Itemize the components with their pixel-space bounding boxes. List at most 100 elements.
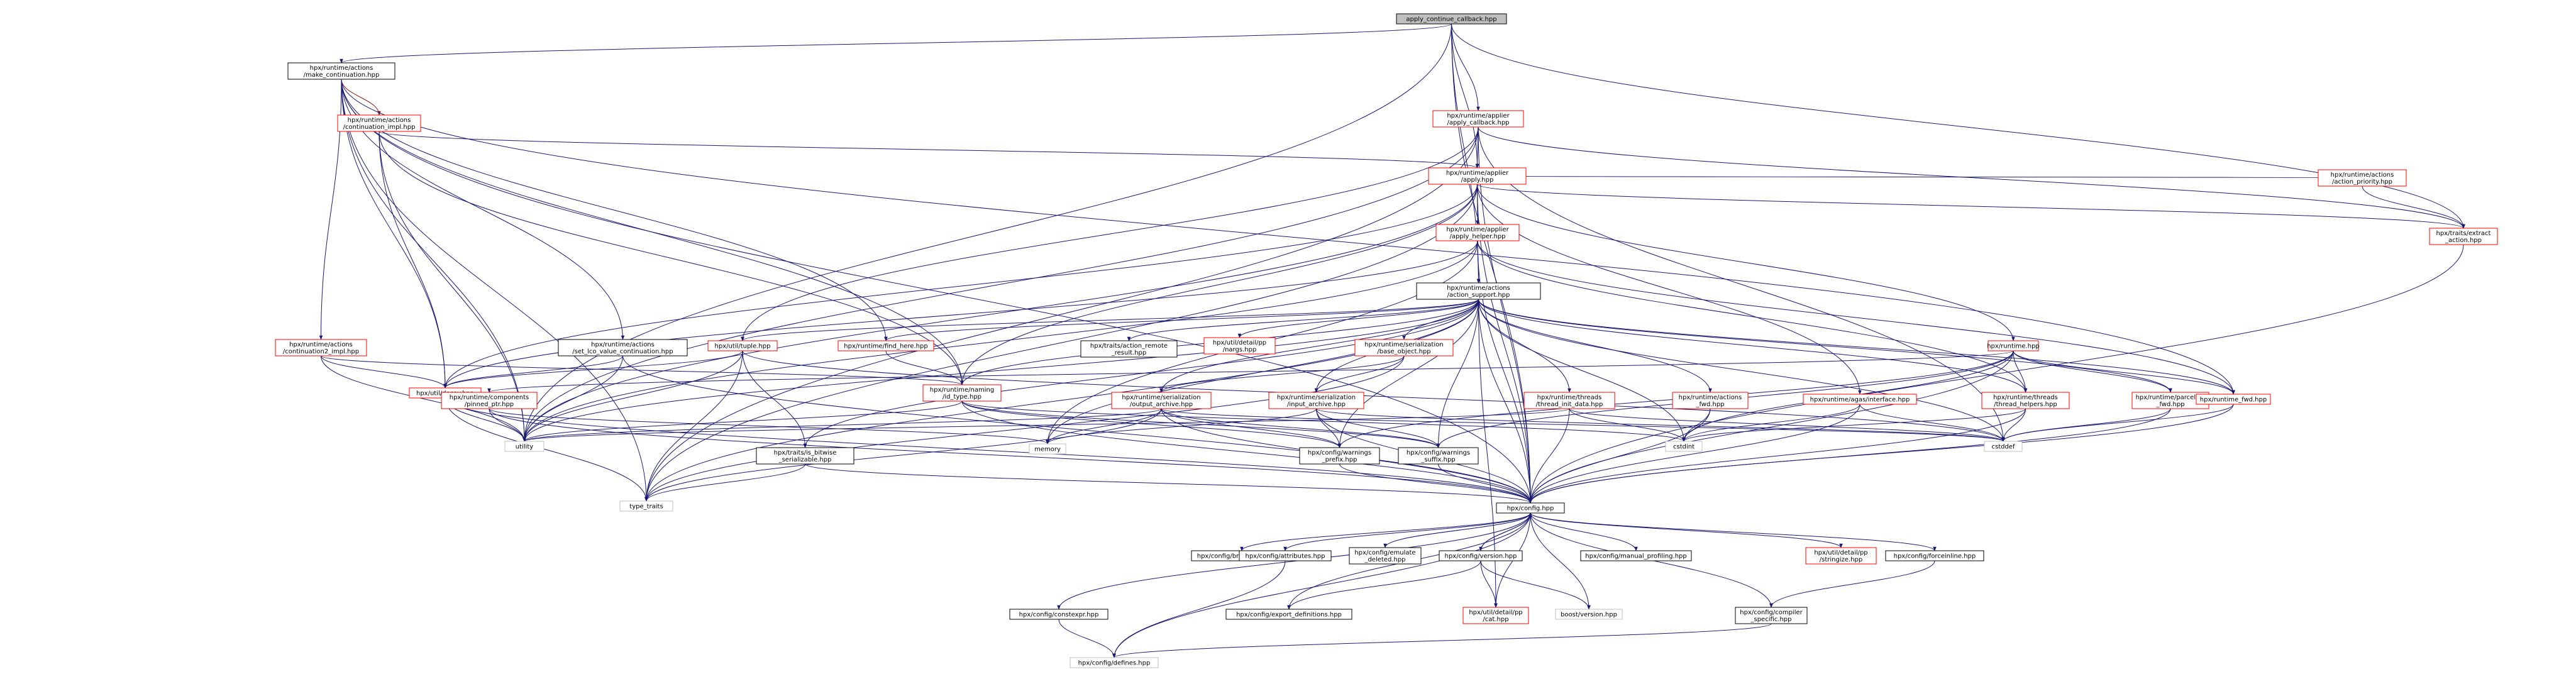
include-edge (1528, 408, 2026, 504)
graph-node-version[interactable]: hpx/config/version.hpp (1439, 550, 1523, 561)
node-label: /apply_callback.hpp (1447, 119, 1509, 126)
graph-node-warn-prefix[interactable]: hpx/config/warnings_prefix.hpp (1299, 447, 1380, 465)
graph-node-apply-cb[interactable]: hpx/runtime/applier/apply_callback.hpp (1432, 110, 1524, 128)
graph-node-action-support[interactable]: hpx/runtime/actions/action_support.hpp (1416, 282, 1541, 300)
node-label: hpx/runtime/actions (1447, 285, 1510, 292)
include-edge (2013, 350, 2235, 395)
graph-node-forceinline[interactable]: hpx/config/forceinline.hpp (1885, 550, 1984, 561)
node-box (1496, 502, 1565, 514)
include-edge (961, 400, 1342, 448)
node-label: hpx/runtime/actions (2331, 172, 2394, 179)
node-label: boost/version.hpp (1561, 612, 1617, 619)
graph-node-manual-profiling[interactable]: hpx/config/manual_profiling.hpp (1580, 550, 1692, 561)
include-edge (341, 79, 1532, 504)
node-label: _result.hpp (1111, 350, 1147, 356)
include-edge (321, 355, 526, 442)
node-label: /stringize.hpp (1820, 556, 1862, 563)
graph-node-output-archive[interactable]: hpx/runtime/serialization/output_archive… (1111, 392, 1212, 409)
node-label: /apply_helper.hpp (1449, 233, 1505, 240)
node-box (1885, 550, 1984, 561)
graph-node-emulate-deleted[interactable]: hpx/config/emulate_deleted.hpp (1349, 547, 1422, 565)
node-box (1803, 394, 1917, 405)
graph-node-thread-helpers[interactable]: hpx/runtime/threads/thread_helpers.hpp (1981, 392, 2070, 409)
graph-node-config[interactable]: hpx/config.hpp (1496, 502, 1565, 514)
graph-node-export-defs[interactable]: hpx/config/export_definitions.hpp (1225, 609, 1352, 620)
graph-node-set-lco[interactable]: hpx/runtime/actions/set_lco_value_contin… (558, 339, 688, 356)
include-edge (522, 240, 1478, 442)
node-label: hpx/runtime/parcelset (2136, 394, 2206, 401)
graph-node-warn-suffix[interactable]: hpx/config/warnings_suffix.hpp (1398, 447, 1479, 465)
graph-node-apply-helper[interactable]: hpx/runtime/applier/apply_helper.hpp (1435, 224, 1520, 241)
graph-node-actions-fwd[interactable]: hpx/runtime/actions_fwd.hpp (1672, 392, 1749, 409)
include-edge (885, 350, 964, 385)
graph-node-agas-iface[interactable]: hpx/runtime/agas/interface.hpp (1803, 394, 1917, 405)
node-label: hpx/runtime/agas/interface.hpp (1810, 397, 1910, 404)
nodes-layer: apply_continue_callback.hpp hpx/runtime/a… (275, 13, 2498, 668)
node-box (1462, 607, 1529, 624)
include-edge (443, 350, 743, 389)
node-label: hpx/traits/extract (2436, 230, 2491, 237)
graph-node-is-bitwise[interactable]: hpx/traits/is_bitwise_serializable.hpp (756, 447, 854, 465)
graph-node-apply[interactable]: hpx/runtime/applier/apply.hpp (1428, 167, 1527, 185)
graph-node-thread-init[interactable]: hpx/runtime/threads/thread_init_data.hpp (1523, 392, 1615, 409)
node-label: utility (516, 444, 534, 451)
graph-node-input-archive[interactable]: hpx/runtime/serialization/input_archive.… (1268, 392, 1364, 409)
include-edge (1478, 299, 2172, 393)
include-edge (1046, 408, 1317, 444)
node-label: hpx/util/detail/pp (1814, 549, 1867, 556)
include-edge (1316, 408, 1440, 448)
graph-node-compiler-specific[interactable]: hpx/config/compiler_specific.hpp (1735, 607, 1808, 624)
include-edge (961, 400, 1440, 448)
graph-node-base-object[interactable]: hpx/runtime/serialization/base_object.hp… (1354, 339, 1454, 356)
include-edge (522, 184, 1478, 442)
node-box (1805, 547, 1877, 565)
include-edge (379, 131, 447, 389)
node-label: /continuation_impl.hpp (343, 124, 416, 131)
graph-node-stringize[interactable]: hpx/util/detail/pp/stringize.hpp (1805, 547, 1877, 565)
graph-node-find-here[interactable]: hpx/runtime/find_here.hpp (837, 340, 934, 351)
graph-node-nargs[interactable]: hpx/util/detail/pp/nargs.hpp (1203, 337, 1276, 355)
node-box (1435, 224, 1520, 241)
graph-node-constexpr[interactable]: hpx/config/constexpr.hpp (1009, 609, 1108, 620)
graph-node-tuple[interactable]: hpx/util/tuple.hpp (707, 340, 778, 351)
node-box (922, 384, 1002, 402)
include-edge (1528, 244, 2464, 504)
node-box (1225, 609, 1352, 620)
graph-node-cont2-impl[interactable]: hpx/runtime/actions/continuation2_impl.h… (275, 339, 367, 356)
graph-node-id-type[interactable]: hpx/runtime/naming/id_type.hpp (922, 384, 1002, 402)
include-edge (522, 299, 1479, 442)
include-edge (379, 131, 964, 385)
node-box (707, 340, 778, 351)
graph-node-extract-action[interactable]: hpx/traits/extract_action.hpp (2429, 228, 2498, 245)
include-edge (961, 400, 1532, 504)
graph-node-make-cont[interactable]: hpx/runtime/actions/make_continuation.hp… (287, 62, 395, 80)
graph-node-root[interactable]: apply_continue_callback.hpp (1396, 13, 1507, 25)
graph-node-cat[interactable]: hpx/util/detail/pp/cat.hpp (1462, 607, 1529, 624)
include-edge (443, 184, 1478, 389)
graph-node-action-remote[interactable]: hpx/traits/action_remote_result.hpp (1080, 340, 1178, 358)
graph-node-action-priority[interactable]: hpx/runtime/actions/action_priority.hpp (2318, 169, 2407, 187)
include-edge (522, 408, 1570, 442)
graph-node-attributes[interactable]: hpx/config/attributes.hpp (1239, 550, 1332, 561)
node-label: _serializable.hpp (778, 456, 832, 463)
include-edge (1385, 512, 1532, 548)
include-edge (489, 408, 1049, 444)
graph-node-boost-version: boost/version.hpp (1555, 609, 1623, 620)
node-box (1439, 550, 1523, 561)
node-box (1432, 110, 1524, 128)
graph-node-cont-impl[interactable]: hpx/runtime/actions/continuation_impl.hp… (337, 114, 421, 132)
graph-node-runtime[interactable]: hpx/runtime.hpp (1987, 340, 2040, 351)
node-label: hpx/config/emulate (1354, 549, 1415, 556)
graph-node-runtime-fwd[interactable]: hpx/runtime_fwd.hpp (2196, 394, 2271, 405)
node-label: /base_object.hpp (1377, 348, 1430, 355)
node-label: hpx/config/constexpr.hpp (1019, 612, 1099, 619)
include-edge (1530, 512, 1937, 551)
node-label: _prefix.hpp (1322, 456, 1357, 463)
node-label: hpx/config/manual_profiling.hpp (1585, 553, 1687, 560)
graph-node-pinned-ptr[interactable]: hpx/runtime/components/pinned_ptr.hpp (441, 392, 538, 409)
node-label: hpx/util/detail/pp (1213, 340, 1266, 346)
include-edge (1451, 23, 1481, 284)
node-label: hpx/runtime.hpp (1987, 343, 2040, 350)
node-box (619, 500, 673, 512)
include-edge (1478, 299, 2028, 393)
